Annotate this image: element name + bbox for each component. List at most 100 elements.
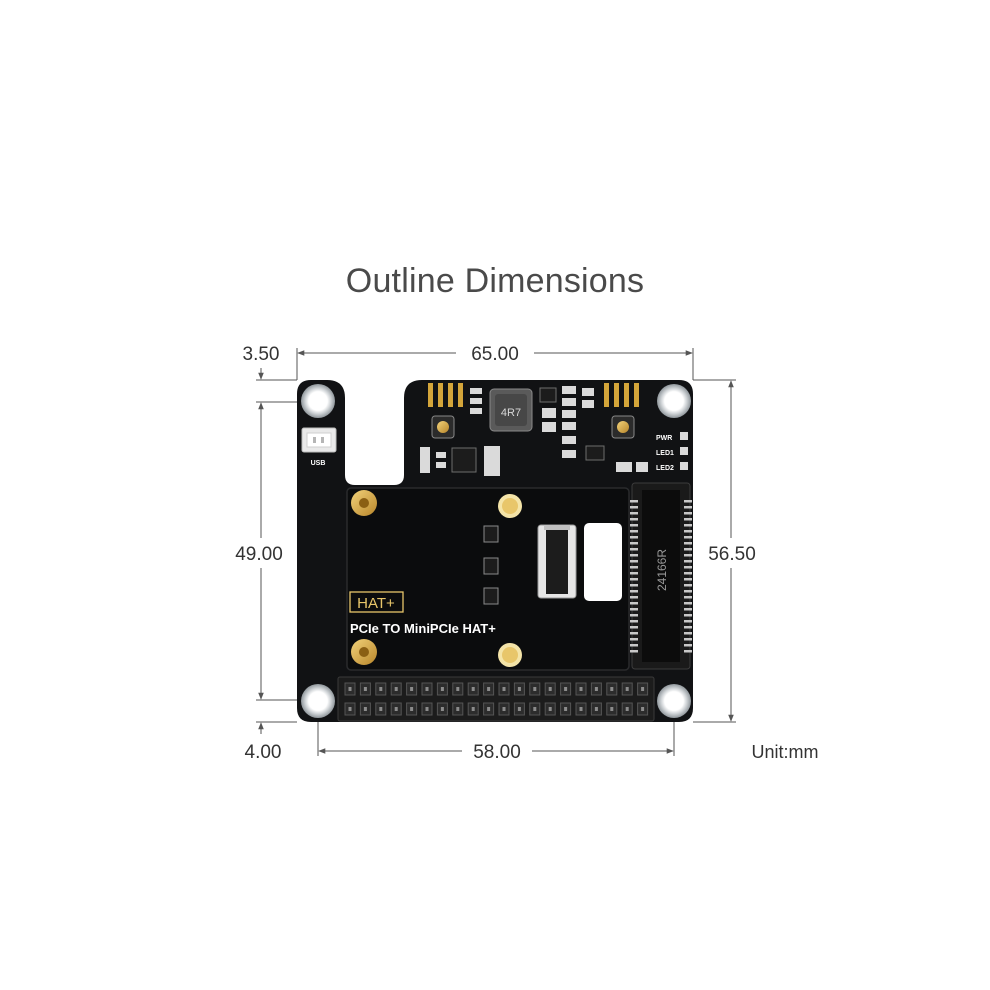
slot-pin xyxy=(684,554,692,557)
standoff-top-left xyxy=(351,490,377,516)
slot-pin xyxy=(684,620,692,623)
header-pin-tip xyxy=(625,707,629,711)
usb-connector xyxy=(301,427,337,453)
header-pin-tip xyxy=(610,707,614,711)
header-pin-tip xyxy=(487,687,491,691)
slot-pin xyxy=(684,506,692,509)
mounting-hole-bottom-left xyxy=(301,684,335,718)
header-pin-tip xyxy=(533,707,537,711)
header-pin-tip xyxy=(579,687,583,691)
mounting-hole-bottom-right xyxy=(657,684,691,718)
pcb-board: USB 4R7 xyxy=(297,380,693,722)
slot-pin xyxy=(684,602,692,605)
header-pin-tip xyxy=(579,707,583,711)
hat-badge: HAT+ xyxy=(357,595,395,612)
slot-pin xyxy=(684,560,692,563)
slot-pin xyxy=(630,500,638,503)
dim-width-top: 65.00 xyxy=(471,344,519,365)
header-pin-tip xyxy=(456,687,460,691)
slot-label: 24166R xyxy=(655,549,669,591)
slot-pin xyxy=(684,590,692,593)
header-pin-tip xyxy=(410,707,414,711)
slot-pin xyxy=(684,614,692,617)
slot-pin xyxy=(630,536,638,539)
unit-label: Unit:mm xyxy=(752,742,819,762)
header-pin-tip xyxy=(502,687,506,691)
smd-components xyxy=(420,386,688,476)
header-pin-tip xyxy=(610,687,614,691)
header-pin-tip xyxy=(410,687,414,691)
gold-pads-right xyxy=(604,383,639,407)
antenna-connector-left xyxy=(431,415,455,439)
header-pin-tip xyxy=(394,707,398,711)
dim-height-right: 56.50 xyxy=(708,544,756,565)
gold-pads-left xyxy=(428,383,463,407)
slot-pin xyxy=(630,548,638,551)
led-label-led2: LED2 xyxy=(656,465,674,472)
dim-height-left: 49.00 xyxy=(235,544,283,565)
header-pin-tip xyxy=(487,707,491,711)
minipcie-slot xyxy=(631,482,691,670)
header-pin-tip xyxy=(440,707,444,711)
header-pin-tip xyxy=(594,707,598,711)
minipcie-slot-pins-left xyxy=(630,500,638,653)
header-pin-tip xyxy=(564,687,568,691)
header-pin-tip xyxy=(548,707,552,711)
slot-pin xyxy=(630,566,638,569)
slot-pin xyxy=(684,572,692,575)
slot-pin xyxy=(684,632,692,635)
header-pin-tip xyxy=(517,707,521,711)
header-pin-tip xyxy=(502,707,506,711)
slot-pin xyxy=(630,512,638,515)
mounting-hole-top-left xyxy=(301,384,335,418)
transistors xyxy=(483,525,499,605)
header-pin-tip xyxy=(564,707,568,711)
header-pin-tip xyxy=(363,707,367,711)
header-pin-tip xyxy=(363,687,367,691)
slot-pin xyxy=(684,644,692,647)
header-pin-tip xyxy=(348,687,352,691)
slot-pin xyxy=(684,536,692,539)
slot-pin xyxy=(684,584,692,587)
header-pin-tip xyxy=(641,707,645,711)
slot-pin xyxy=(630,572,638,575)
header-pin-tip xyxy=(517,687,521,691)
slot-pin xyxy=(630,530,638,533)
standoff-bottom-mid xyxy=(498,643,522,667)
hat-badge-frame xyxy=(349,591,404,613)
header-pin-tip xyxy=(471,707,475,711)
slot-pin xyxy=(630,596,638,599)
slot-pin xyxy=(684,512,692,515)
header-pin-tip xyxy=(425,707,429,711)
slot-pin xyxy=(684,530,692,533)
slot-pin xyxy=(630,632,638,635)
slot-pin xyxy=(684,518,692,521)
slot-pin xyxy=(684,548,692,551)
header-pin-tip xyxy=(440,687,444,691)
slot-pin xyxy=(684,566,692,569)
slot-pin xyxy=(684,542,692,545)
pcie-ffc-connector xyxy=(537,524,577,599)
slot-pin xyxy=(684,596,692,599)
gpio-header-pins xyxy=(344,682,649,716)
slot-pin xyxy=(630,620,638,623)
dim-hole-offset-bottom: 4.00 xyxy=(245,742,282,763)
header-pin-tip xyxy=(594,687,598,691)
slot-pin xyxy=(630,554,638,557)
usb-label: USB xyxy=(311,460,326,467)
diagram-title: Outline Dimensions xyxy=(345,262,645,300)
board-cutout xyxy=(584,523,622,601)
slot-pin xyxy=(630,590,638,593)
slot-pin xyxy=(630,644,638,647)
inductor-label: 4R7 xyxy=(501,407,521,419)
slot-pin xyxy=(630,578,638,581)
header-pin-tip xyxy=(641,687,645,691)
mounting-hole-top-right xyxy=(657,384,691,418)
slot-pin xyxy=(630,602,638,605)
standoff-top-mid xyxy=(498,494,522,518)
header-pin-tip xyxy=(425,687,429,691)
slot-pin xyxy=(684,650,692,653)
slot-pin xyxy=(684,524,692,527)
slot-pin xyxy=(630,650,638,653)
slot-pin xyxy=(630,542,638,545)
